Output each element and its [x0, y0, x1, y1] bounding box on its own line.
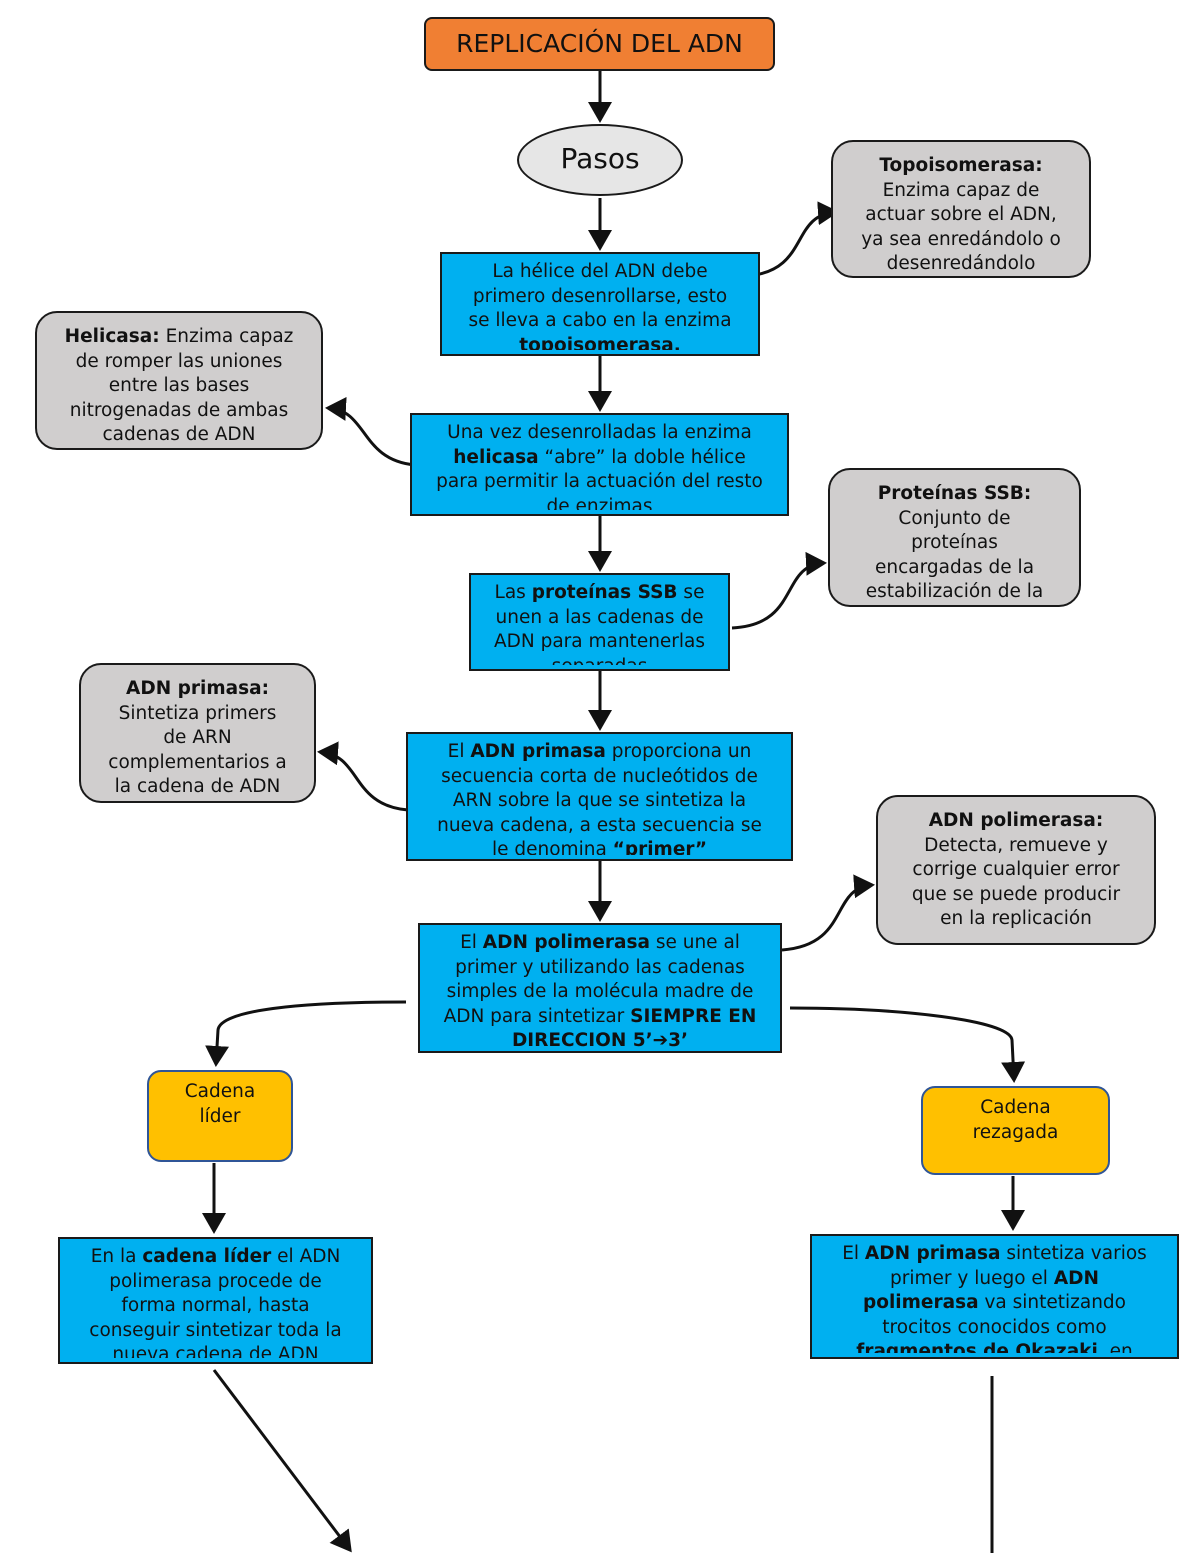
box-text: proporciona un secuencia corta de nucleó…	[437, 741, 762, 855]
primasa-note: ADN primasa: Sintetiza primers de ARN co…	[79, 663, 316, 803]
step-4-box: El ADN primasa proporciona un secuencia …	[406, 732, 793, 861]
ssb-note: Proteínas SSB: Conjunto de proteínas enc…	[828, 468, 1081, 607]
bold-text: ADN primasa:	[126, 678, 269, 699]
arrow-step1-to-topoisomerasa	[747, 201, 839, 278]
box-text: Enzima capaz de romper las uniones entre…	[69, 326, 294, 444]
box-text: Cadena líder	[184, 1081, 256, 1127]
arrow-step5-to-leading	[205, 1000, 407, 1067]
diagram-title: REPLICACIÓN DEL ADN	[424, 17, 775, 71]
lagging-strand-box: Cadena rezagada	[921, 1086, 1110, 1175]
box-text: En la	[90, 1246, 143, 1267]
box-text: El	[460, 932, 483, 953]
bold-text: ADN primasa	[470, 741, 606, 762]
box-text: “abre” la doble hélice para permitir la …	[436, 446, 763, 511]
bold-text: topoisomerasa.	[519, 334, 681, 351]
arrow-step2-to-helicasa	[325, 396, 416, 467]
bold-text: Helicasa:	[64, 326, 160, 347]
arrow-step3-to-ssb	[731, 551, 827, 630]
arrow-step5-to-lagging	[789, 1006, 1026, 1083]
bold-text: fragmentos de Okazaki	[856, 1341, 1098, 1353]
box-text: Enzima capaz de actuar sobre el ADN, ya …	[861, 179, 1061, 272]
box-text: La hélice del ADN debe primero desenroll…	[468, 261, 732, 331]
topoisomerasa-note: Topoisomerasa: Enzima capaz de actuar so…	[831, 140, 1091, 278]
step-5-box: El ADN polimerasa se une al primer y uti…	[418, 923, 782, 1053]
box-text: Sintetiza primers de ARN complementarios…	[108, 702, 287, 797]
bold-text: cadena líder	[142, 1246, 272, 1267]
arrow-leading-detail-down	[212, 1369, 352, 1553]
bold-text: ADN polimerasa	[482, 932, 650, 953]
leading-strand-box: Cadena líder	[147, 1070, 293, 1162]
box-text: Las	[494, 582, 532, 603]
box-text: el ADN polimerasa procede de forma norma…	[89, 1246, 342, 1358]
box-text: , en	[1097, 1341, 1133, 1353]
step-2-box: Una vez desenrolladas la enzima helicasa…	[410, 413, 789, 516]
box-text: Una vez desenrolladas la enzima	[447, 422, 752, 443]
bold-text: ADN polimerasa	[863, 1267, 1099, 1314]
bold-text: ADN primasa	[864, 1243, 1001, 1264]
box-text: se unen a las cadenas de ADN para manten…	[493, 582, 706, 665]
box-text: El	[842, 1243, 865, 1264]
box-text: El	[447, 741, 471, 762]
box-text: se une al primer y utilizando las cadena…	[443, 932, 754, 1027]
leading-detail-box: En la cadena líder el ADN polimerasa pro…	[58, 1237, 373, 1364]
step-1-box: La hélice del ADN debe primero desenroll…	[440, 252, 760, 356]
box-text: Detecta, remueve y corrige cualquier err…	[911, 834, 1121, 929]
polimerasa-note: ADN polimerasa: Detecta, remueve y corri…	[876, 795, 1156, 945]
box-text: Cadena rezagada	[972, 1097, 1059, 1143]
helicasa-note: Helicasa: Enzima capaz de romper las uni…	[35, 311, 323, 450]
bold-text: ADN polimerasa:	[928, 810, 1104, 831]
lagging-detail-box: El ADN primasa sintetiza varios primer y…	[810, 1234, 1179, 1359]
step-3-box: Las proteínas SSB se unen a las cadenas …	[469, 573, 730, 671]
bold-text: “primer”	[612, 839, 707, 855]
bold-text: helicasa	[453, 446, 539, 468]
arrow-step4-to-primasa	[317, 741, 409, 812]
bold-text: Proteínas SSB:	[877, 483, 1032, 504]
bold-text: Topoisomerasa:	[879, 155, 1043, 176]
arrow-step5-to-polimerasa	[781, 874, 875, 952]
box-text: Conjunto de proteínas encargadas de la e…	[865, 507, 1044, 601]
bold-text: proteínas SSB	[531, 582, 678, 603]
box-text: va sintetizando trocitos conocidos como	[882, 1292, 1126, 1338]
bold-text: SIEMPRE EN DIRECCION 5’➔3’	[511, 1005, 757, 1048]
pasos-node: Pasos	[517, 124, 683, 196]
box-text: sintetiza varios primer y luego el	[890, 1243, 1147, 1289]
